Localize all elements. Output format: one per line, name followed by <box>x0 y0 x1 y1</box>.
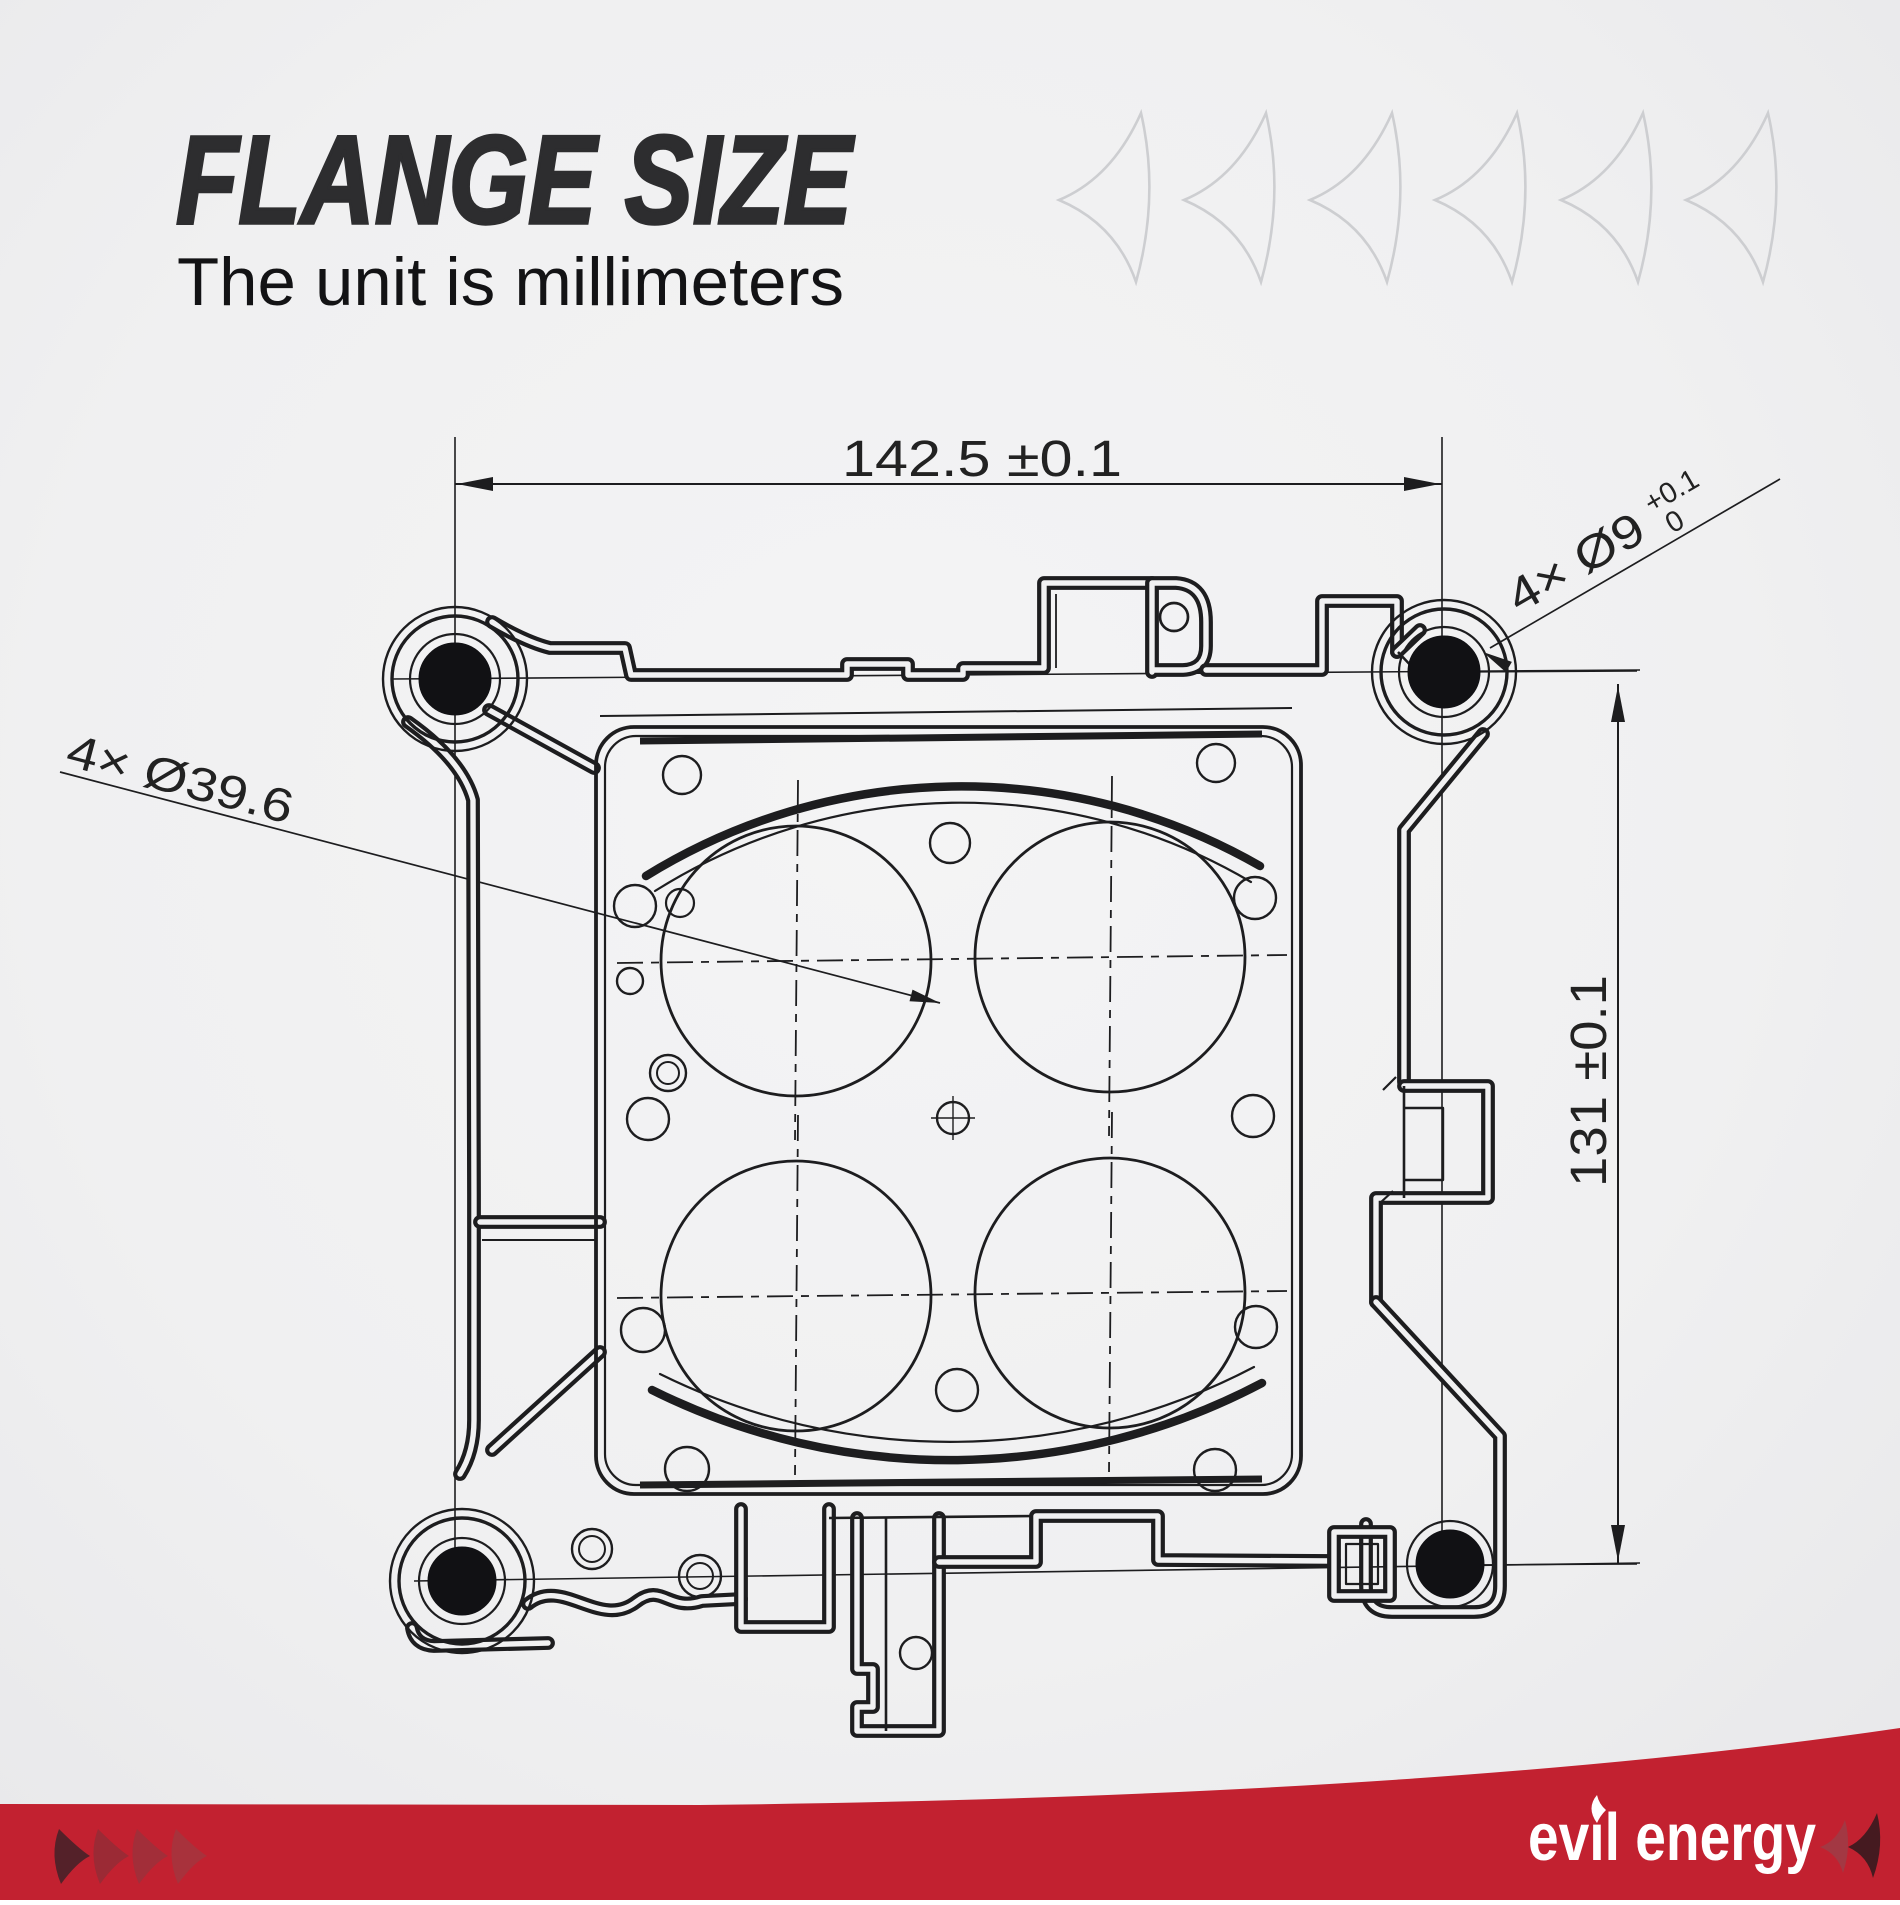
svg-text:131 ±0.1: 131 ±0.1 <box>1560 975 1617 1187</box>
svg-text:142.5 ±0.1: 142.5 ±0.1 <box>842 430 1122 487</box>
svg-text:evıl energy: evıl energy <box>1528 1800 1816 1875</box>
svg-text:The unit is millimeters: The unit is millimeters <box>177 244 844 320</box>
svg-text:FLANGE SIZE: FLANGE SIZE <box>176 111 855 250</box>
